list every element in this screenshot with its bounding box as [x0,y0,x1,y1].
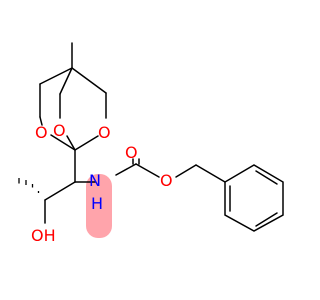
bond-cage-top-right [71,67,107,94]
bond-cage-o-left-bottom [50,134,76,151]
atom-oh: OH [31,226,56,245]
bond-cage-top-left [39,67,73,85]
atom-o-right: O [98,123,111,142]
bond-hashed-methyl [18,178,40,193]
bond-cage-o-right-bottom [74,135,99,151]
bond-ch2-to-ring [195,164,226,183]
nh-highlight [86,174,112,238]
molecule-diagram: O O O O O OH N H [18,42,284,245]
bond-n-to-carbonyl [115,163,137,176]
benzene-inner-2 [255,212,278,227]
atom-o-left: O [35,123,48,142]
atom-n-hydrogen: H [91,194,103,213]
benzene-ring [224,164,284,232]
atom-n: N [89,171,101,190]
atom-o-ester: O [160,171,173,190]
bond-cage-top-mid [59,67,73,95]
bond-ester-o-to-ch2 [175,164,197,178]
structure-canvas: O O O O O OH N H [18,42,284,245]
atom-o-carbonyl: O [125,143,138,162]
bond-carbonyl-to-ester-o [135,163,160,178]
benzene-inner-3 [255,170,278,185]
atom-o-mid: O [53,121,66,140]
bond-cage-o-mid-bottom [66,135,76,151]
bond-cage-left-o [39,116,43,126]
bond-ch-to-choh [44,181,76,201]
